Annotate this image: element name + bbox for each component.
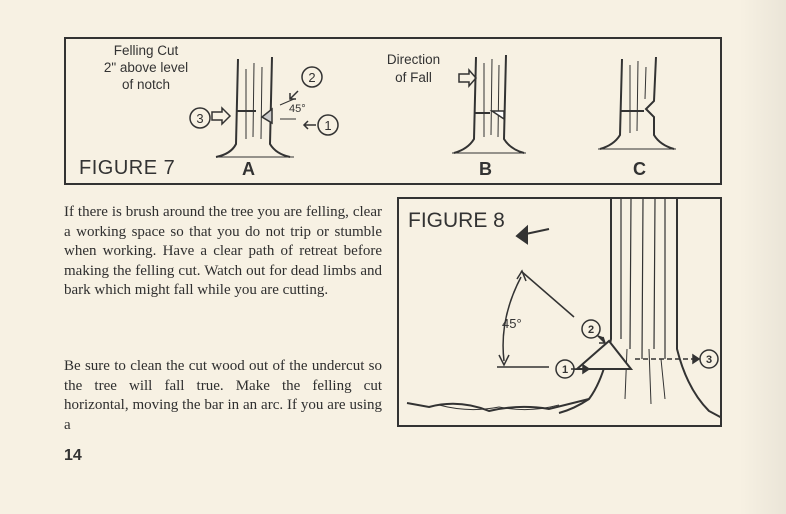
tree-c-illustration xyxy=(598,56,676,150)
direction-arrow-icon xyxy=(515,224,550,245)
fig7-marker-2: 2 xyxy=(308,70,315,85)
direction-line2: of Fall xyxy=(395,70,432,85)
paragraph-clean-undercut: Be sure to clean the cut wood out of the… xyxy=(64,358,382,433)
panel-label-b: B xyxy=(479,159,492,179)
panel-label-a: A xyxy=(242,159,255,179)
fig8-marker-2: 2 xyxy=(588,324,594,336)
felling-label-line2: 2" above level xyxy=(103,60,189,75)
paragraph-clear-working-space: If there is brush around the tree you ar… xyxy=(64,204,382,299)
fig7-marker-1: 1 xyxy=(324,118,331,133)
fig8-marker-1: 1 xyxy=(562,364,568,376)
figure-8: 1 2 3 FIGURE 8 45° xyxy=(397,197,722,427)
direction-line1: Direction xyxy=(386,52,441,67)
felling-label-line3: of notch xyxy=(121,77,171,92)
angle-guide xyxy=(497,269,575,368)
figure-7-angle: 45° xyxy=(289,103,306,115)
direction-of-fall-label: Direction of Fall xyxy=(366,51,461,87)
figure-8-angle: 45° xyxy=(502,316,522,331)
figure-7-caption: FIGURE 7 xyxy=(79,157,176,179)
page-number: 14 xyxy=(64,447,82,464)
tree-b-illustration xyxy=(452,54,526,154)
tree-trunk-illustration xyxy=(558,199,720,418)
panel-label-c: C xyxy=(633,159,646,179)
fig7-marker-3: 3 xyxy=(196,111,203,126)
felling-cut-label: Felling Cut 2" above level of notch xyxy=(81,42,211,93)
figure-7-drawing: 3 2 1 xyxy=(189,54,676,158)
figure-7: 3 2 1 Felling Cut 2" above level of notc… xyxy=(64,37,722,185)
figure-8-markers xyxy=(555,319,719,379)
tree-a-illustration xyxy=(215,56,294,158)
felling-label-line1: Felling Cut xyxy=(113,43,179,58)
figure-7-markers xyxy=(189,66,339,136)
fig8-marker-3: 3 xyxy=(706,354,712,366)
figure-8-drawing: 1 2 3 xyxy=(406,199,720,418)
undercut-notch xyxy=(574,339,634,370)
ground-line xyxy=(406,398,590,413)
figure-8-caption: FIGURE 8 xyxy=(408,209,505,232)
